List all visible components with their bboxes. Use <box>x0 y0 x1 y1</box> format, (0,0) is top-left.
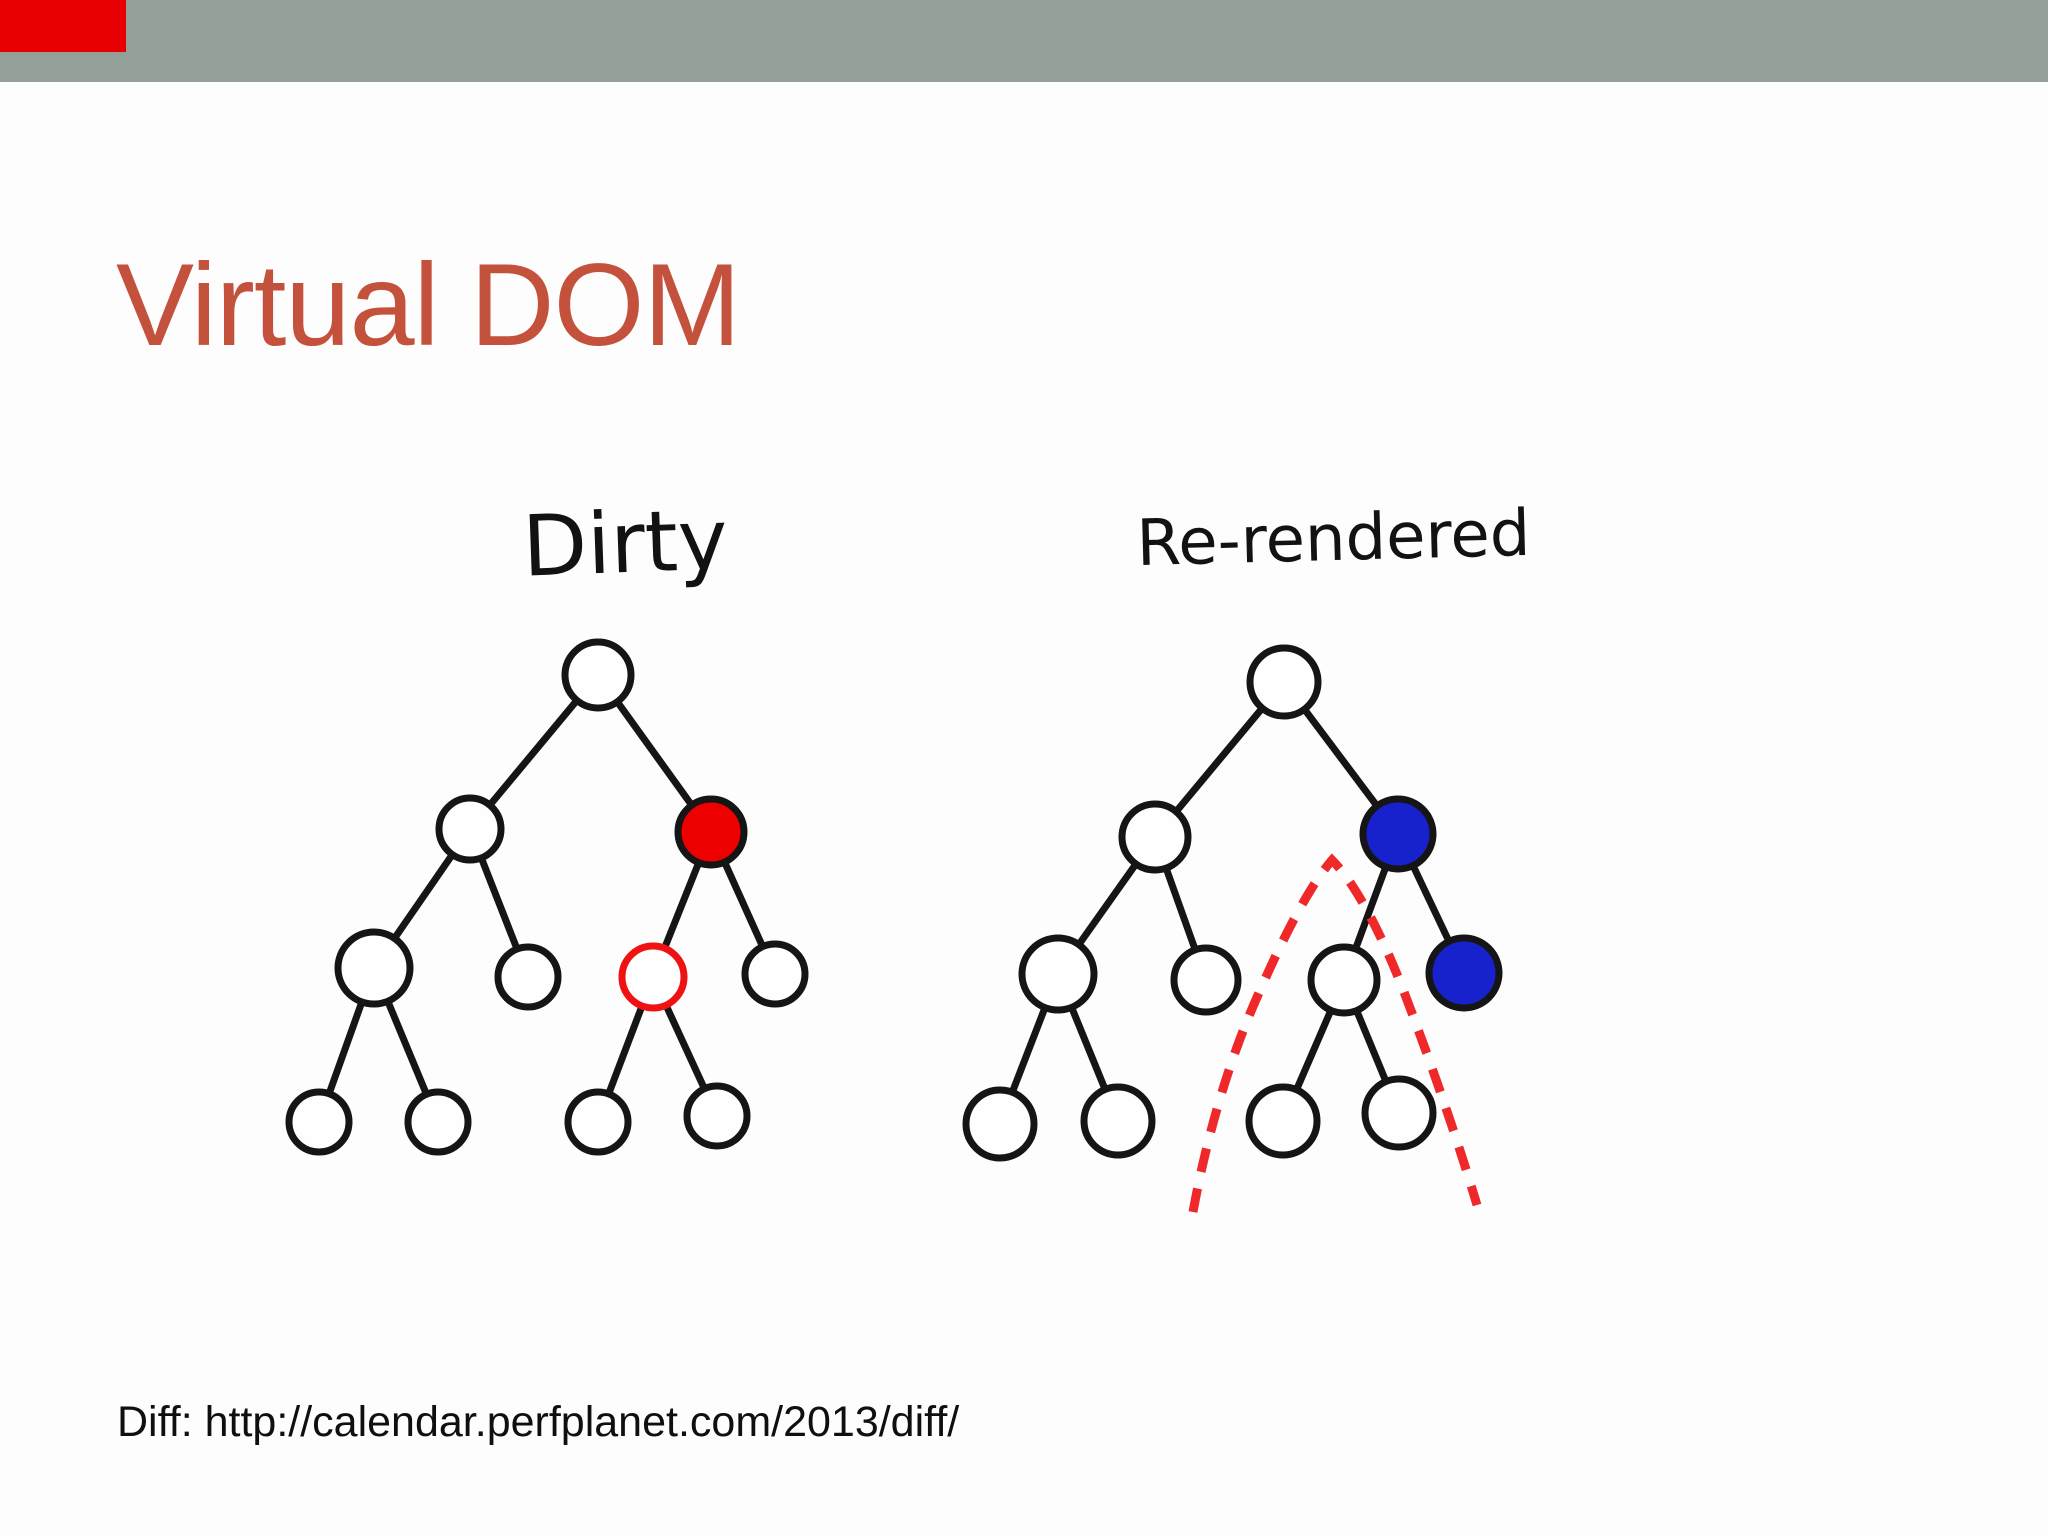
tree-node-plain <box>334 928 414 1008</box>
tree-node-plain <box>741 940 809 1008</box>
caption-url: Diff: http://calendar.perfplanet.com/201… <box>117 1398 960 1446</box>
rerendered-tree <box>962 644 1503 1213</box>
tree-node-plain <box>1361 1075 1437 1151</box>
tree-node-plain <box>1018 934 1098 1014</box>
page-title: Virtual DOM <box>116 239 741 371</box>
tree-node-plain <box>962 1086 1038 1162</box>
tree-node-rerendered <box>1359 795 1437 873</box>
tree-node-plain <box>564 1088 632 1156</box>
corner-accent-rect <box>0 0 126 52</box>
tree-node-plain <box>1080 1083 1156 1159</box>
dirty-tree-label: Dirty <box>521 490 729 595</box>
tree-node-plain <box>1170 944 1242 1016</box>
dirty-tree <box>285 638 809 1156</box>
rerendered-subtree-dashed-arc <box>1188 853 1482 1213</box>
tree-node-plain <box>1307 943 1381 1017</box>
tree-node-plain <box>404 1088 472 1156</box>
tree-node-plain <box>494 943 562 1011</box>
rerendered-tree-label: Re-rendered <box>1136 497 1532 581</box>
tree-node-plain <box>683 1082 751 1150</box>
tree-node-dirty <box>674 795 748 869</box>
tree-node-plain <box>1118 800 1192 874</box>
tree-node-plain <box>1245 1083 1321 1159</box>
tree-node-plain <box>285 1088 353 1156</box>
trees-root <box>285 638 1503 1213</box>
tree-node-plain <box>561 638 635 712</box>
tree-node-rerendered <box>1425 934 1503 1012</box>
tree-node-plain <box>1246 644 1322 720</box>
header-bar <box>0 0 2048 82</box>
tree-node-dirty-outline <box>618 942 688 1012</box>
tree-node-plain <box>435 794 505 864</box>
